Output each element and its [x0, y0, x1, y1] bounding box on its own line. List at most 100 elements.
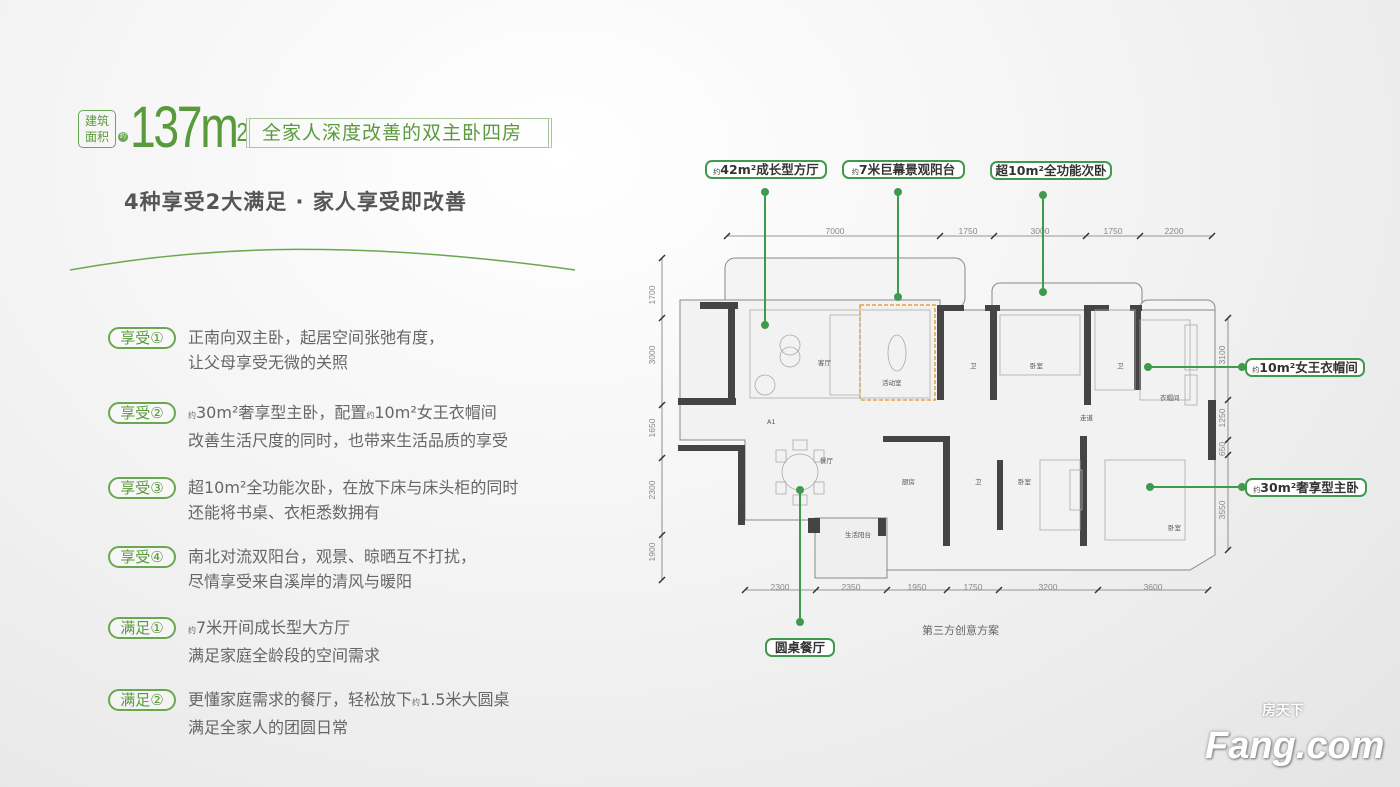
callout-master-bedroom: 约30m²奢享型主卧 — [1245, 478, 1367, 497]
dim-label: 1700 — [647, 285, 657, 304]
dimension-tick — [741, 586, 749, 594]
room-label-bath: 卫 — [1117, 362, 1124, 370]
feature-text: 南北对流双阳台，观景、晾晒互不打扰， — [188, 547, 477, 566]
feature-description: 约30m²奢享型主卧，配置约10m²女王衣帽间改善生活尺度的同时，也带来生活品质… — [188, 400, 508, 453]
callout-balcony: 约7米巨幕景观阳台 — [842, 160, 965, 179]
dimension-tick — [658, 531, 666, 539]
subtitle: 4种享受2大满足 · 家人享受即改善 — [124, 190, 467, 214]
area-unit-sup: 2 — [236, 117, 249, 147]
dim-label: 3550 — [1217, 500, 1227, 519]
dim-label: 1750 — [964, 582, 983, 592]
feature-text: 7米开间成长型大方厅 — [196, 618, 351, 637]
dimension-tick — [1224, 396, 1232, 404]
area-value: 137m2 — [130, 98, 248, 158]
decorative-curve — [69, 248, 576, 271]
dimension-tick — [1204, 586, 1212, 594]
feature-tag: 满足① — [108, 617, 176, 639]
feature-text: 30m²奢享型主卧，配置 — [196, 403, 367, 422]
dimension-tick — [1224, 436, 1232, 444]
room-label-closet: 衣帽间 — [1160, 393, 1180, 402]
dim-label: 1900 — [647, 542, 657, 561]
feature-tag: 享受④ — [108, 546, 176, 568]
dimension-tick — [1224, 451, 1232, 459]
callout-living-room: 约42m²成长型方厅 — [705, 160, 827, 179]
feature-description: 更懂家庭需求的餐厅，轻松放下约1.5米大圆桌满足全家人的团圆日常 — [188, 687, 509, 740]
dimension-tick — [943, 586, 951, 594]
dimension-tick — [1224, 546, 1232, 554]
callout-leaders — [761, 188, 1246, 626]
dim-label: 2300 — [647, 480, 657, 499]
dim-label: 1650 — [647, 418, 657, 437]
room-label-dining: 餐厅 — [820, 456, 834, 465]
feature-text: 更懂家庭需求的餐厅，轻松放下 — [188, 690, 413, 709]
room-label-bath: 卫 — [970, 362, 977, 370]
room-label-entry: A1 — [767, 418, 776, 426]
dimension-tick — [990, 232, 998, 240]
room-label-corridor: 走道 — [1080, 413, 1094, 422]
dim-label: 3100 — [1217, 345, 1227, 364]
dimension-tick — [658, 401, 666, 409]
watermark-cn: 房天下 — [1262, 703, 1304, 719]
plan-caption: 第三方创意方案 — [922, 624, 999, 637]
room-label-activity: 活动室 — [882, 378, 902, 387]
feature-text: 10m²女王衣帽间 — [374, 403, 497, 422]
dimension-tick — [658, 454, 666, 462]
feature-text: 正南向双主卧，起居空间张弛有度， — [188, 328, 445, 347]
dimension-tick — [883, 586, 891, 594]
room-label-living: 客厅 — [818, 358, 832, 367]
dim-label: 650 — [1217, 442, 1227, 456]
badge-line-2: 面积 — [84, 130, 109, 144]
dimension-tick — [658, 576, 666, 584]
dim-label: 1750 — [959, 226, 978, 236]
dimension-tick — [812, 586, 820, 594]
approx-mark: 约 — [366, 411, 375, 420]
dimension-tick — [1224, 314, 1232, 322]
dimension-lines — [661, 235, 1229, 591]
callout-dining: 圆桌餐厅 — [765, 638, 835, 657]
room-label-kitchen: 厨房 — [902, 477, 915, 486]
dimension-tick — [1136, 232, 1144, 240]
dimension-tick — [995, 586, 1003, 594]
feature-description: 超10m²全功能次卧，在放下床与床头柜的同时还能将书桌、衣柜悉数拥有 — [188, 475, 518, 525]
dim-label: 3000 — [647, 345, 657, 364]
room-label-master: 卧室 — [1168, 523, 1182, 532]
dimension-tick — [723, 232, 731, 240]
feature-tag: 享受② — [108, 402, 176, 424]
room-label-service-balcony: 生活阳台 — [845, 530, 871, 539]
feature-text: 让父母享受无微的关照 — [188, 353, 349, 372]
feature-text: 满足全家人的团圆日常 — [188, 718, 349, 737]
area-number: 137m — [130, 95, 239, 160]
room-label-bath: 卫 — [975, 478, 982, 486]
approx-mark: 约 — [188, 626, 196, 635]
dim-label: 1250 — [1217, 408, 1227, 427]
dim-label: 3000 — [1031, 226, 1050, 236]
dim-label: 2350 — [842, 582, 861, 592]
room-label-bedroom: 卧室 — [1030, 361, 1044, 370]
dimension-tick — [1082, 232, 1090, 240]
feature-text: 还能将书桌、衣柜悉数拥有 — [188, 503, 381, 522]
dim-label: 1750 — [1104, 226, 1123, 236]
feature-text: 1.5米大圆桌 — [420, 690, 510, 709]
feature-tag: 享受① — [108, 327, 176, 349]
dimension-tick — [1208, 232, 1216, 240]
callout-second-bedroom: 超10m²全功能次卧 — [990, 161, 1112, 180]
dimension-tick — [936, 232, 944, 240]
callout-closet: 约10m²女王衣帽间 — [1245, 358, 1365, 377]
dimension-tick — [658, 254, 666, 262]
badge-line-1: 建筑 — [84, 114, 109, 128]
feature-description: 约7米开间成长型大方厅满足家庭全龄段的空间需求 — [188, 615, 380, 668]
dim-label: 2200 — [1165, 226, 1184, 236]
approx-mark: 约 — [188, 411, 196, 420]
approx-mark: 约 — [118, 132, 128, 142]
dimension-tick — [1094, 586, 1102, 594]
feature-text: 改善生活尺度的同时，也带来生活品质的享受 — [188, 431, 509, 450]
feature-text: 尽情享受来自溪岸的清风与暖阳 — [188, 572, 413, 591]
approx-mark: 约 — [412, 698, 421, 707]
building-area-badge: 建筑 面积 — [78, 110, 116, 148]
headline: 全家人深度改善的双主卧四房 — [246, 118, 552, 148]
watermark-logo: Fang.com — [1205, 725, 1385, 767]
feature-text: 满足家庭全龄段的空间需求 — [188, 646, 381, 665]
dim-label: 1950 — [908, 582, 927, 592]
feature-description: 南北对流双阳台，观景、晾晒互不打扰， 尽情享受来自溪岸的清风与暖阳 — [188, 544, 476, 594]
